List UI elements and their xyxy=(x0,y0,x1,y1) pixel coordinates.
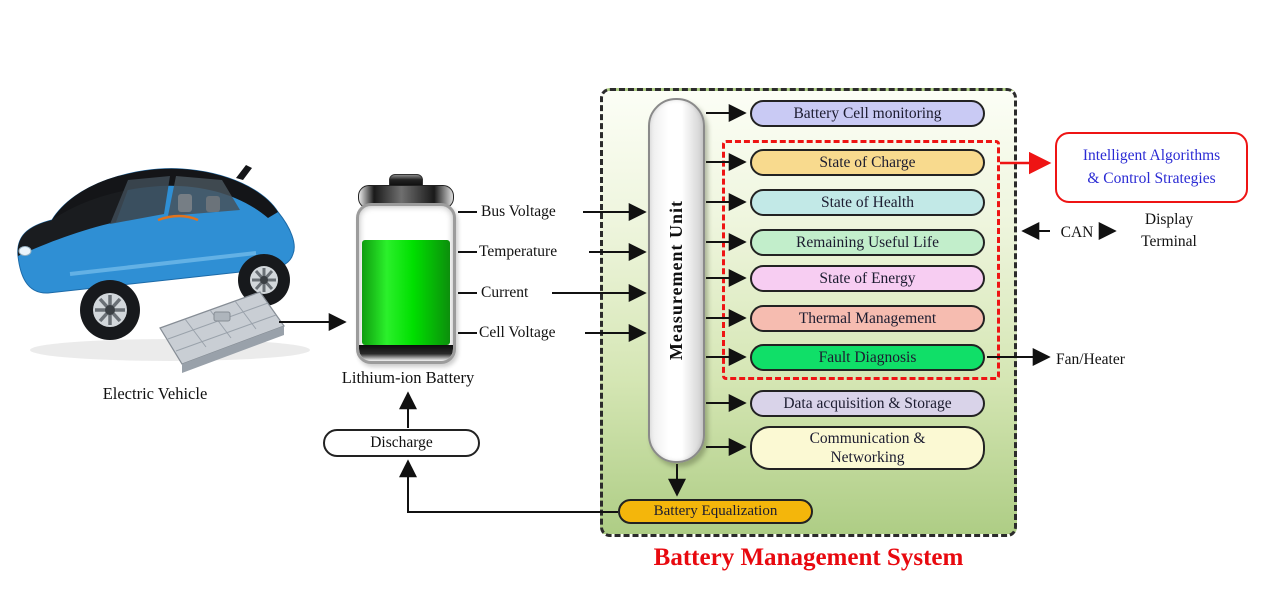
lithium-ion-battery-label: Lithium-ion Battery xyxy=(341,368,475,387)
input-label-ticks xyxy=(458,211,477,334)
battery-bottom-rim xyxy=(359,345,453,361)
bus-voltage-label: Bus Voltage xyxy=(481,203,556,220)
arrow-equalization-to-discharge xyxy=(399,459,618,513)
ev-battery-pack xyxy=(159,291,285,373)
display-terminal-label: Display Terminal xyxy=(1141,211,1197,251)
battery-equalization-box: Battery Equalization xyxy=(618,499,813,524)
battery-charge-fill xyxy=(362,240,450,345)
electric-vehicle-image xyxy=(17,165,310,373)
core-functions-group xyxy=(722,140,1000,380)
cell-voltage-label: Cell Voltage xyxy=(479,324,556,341)
car-rear-wheel xyxy=(238,254,290,306)
state-of-charge-box: State of Charge xyxy=(750,149,985,176)
car-wiring xyxy=(157,214,199,222)
measurement-unit-label: Measurement Unit xyxy=(666,200,686,361)
electric-vehicle-label: Electric Vehicle xyxy=(102,384,208,403)
car-seat xyxy=(178,194,192,212)
battery-cell-monitoring-box: Battery Cell monitoring xyxy=(750,100,985,127)
intelligent-algorithms-box: Intelligent Algorithms & Control Strateg… xyxy=(1055,132,1248,203)
lithium-ion-battery-icon xyxy=(356,174,456,364)
car-windshield xyxy=(110,176,170,224)
state-of-health-box: State of Health xyxy=(750,189,985,216)
bms-title: Battery Management System xyxy=(653,544,964,571)
car-seat xyxy=(206,196,220,212)
car-body-highlight xyxy=(69,251,257,276)
communication-networking-box: Communication & Networking xyxy=(750,426,985,470)
can-label: CAN xyxy=(1060,224,1094,241)
fan-heater-label: Fan/Heater xyxy=(1056,351,1125,368)
fault-diagnosis-box: Fault Diagnosis xyxy=(750,344,985,371)
car-antenna xyxy=(236,165,252,180)
measurement-unit: Measurement Unit xyxy=(648,98,705,463)
car-front-wheel xyxy=(80,280,140,340)
thermal-management-box: Thermal Management xyxy=(750,305,985,332)
car-headlight xyxy=(18,246,32,256)
current-label: Current xyxy=(481,284,529,301)
battery-body xyxy=(356,203,456,364)
remaining-useful-life-box: Remaining Useful Life xyxy=(750,229,985,256)
data-acquisition-storage-box: Data acquisition & Storage xyxy=(750,390,985,417)
temperature-label: Temperature xyxy=(479,243,558,260)
state-of-energy-box: State of Energy xyxy=(750,265,985,292)
discharge-oval: Discharge xyxy=(323,429,480,457)
